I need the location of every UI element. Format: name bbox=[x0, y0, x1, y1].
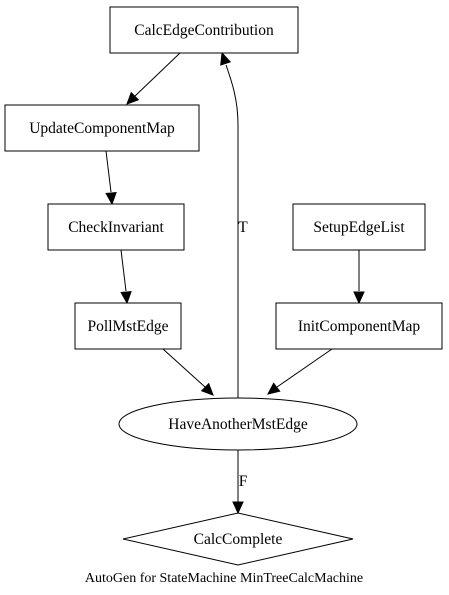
node-label: CheckInvariant bbox=[68, 219, 164, 236]
node-label: UpdateComponentMap bbox=[29, 120, 175, 137]
arrowhead bbox=[120, 291, 132, 305]
node-shape bbox=[122, 512, 354, 566]
edge-have-another-mst-edge-to-calc-complete: F bbox=[232, 450, 248, 515]
node-shape bbox=[292, 203, 426, 251]
node-label: PollMstEdge bbox=[88, 318, 169, 335]
node-label: CalcComplete bbox=[194, 531, 283, 548]
node-update-component-map: UpdateComponentMap bbox=[4, 104, 200, 152]
edge-line bbox=[120, 249, 127, 292]
edge-calc-edge-contribution-to-update-component-map bbox=[126, 52, 181, 105]
arrowhead bbox=[105, 192, 117, 206]
edges-layer: TF bbox=[105, 51, 365, 515]
edge-update-component-map-to-check-invariant bbox=[105, 150, 117, 206]
node-shape bbox=[109, 6, 299, 54]
edge-label: T bbox=[238, 219, 248, 236]
node-have-another-mst-edge: HaveAnotherMstEdge bbox=[118, 397, 358, 451]
node-shape bbox=[4, 104, 200, 152]
node-shape bbox=[74, 302, 182, 350]
edge-label: F bbox=[239, 473, 248, 490]
node-calc-complete: CalcComplete bbox=[122, 512, 354, 566]
edge-line bbox=[133, 52, 181, 98]
edge-line bbox=[105, 150, 112, 193]
diagram-caption: AutoGen for StateMachine MinTreeCalcMach… bbox=[85, 571, 363, 586]
edge-line bbox=[162, 348, 206, 388]
arrowhead bbox=[200, 382, 214, 396]
arrowhead bbox=[220, 51, 232, 66]
edge-line bbox=[225, 64, 239, 398]
edge-check-invariant-to-poll-mst-edge bbox=[120, 249, 132, 305]
node-label: InitComponentMap bbox=[298, 318, 421, 335]
node-setup-edge-list: SetupEdgeList bbox=[292, 203, 426, 251]
node-init-component-map: InitComponentMap bbox=[275, 302, 443, 350]
node-shape bbox=[118, 397, 358, 451]
nodes-layer: CalcEdgeContributionUpdateComponentMapCh… bbox=[4, 6, 443, 566]
node-label: CalcEdgeContribution bbox=[134, 22, 274, 39]
arrowhead bbox=[267, 382, 281, 395]
node-shape bbox=[47, 203, 185, 251]
edge-init-component-map-to-have-another-mst-edge bbox=[267, 348, 333, 395]
node-calc-edge-contribution: CalcEdgeContribution bbox=[109, 6, 299, 54]
arrowhead bbox=[353, 291, 365, 305]
node-check-invariant: CheckInvariant bbox=[47, 203, 185, 251]
node-label: HaveAnotherMstEdge bbox=[168, 416, 308, 433]
edge-setup-edge-list-to-init-component-map bbox=[353, 250, 365, 305]
arrowhead bbox=[232, 501, 244, 515]
edge-poll-mst-edge-to-have-another-mst-edge bbox=[162, 348, 214, 396]
arrowhead bbox=[126, 91, 140, 105]
node-shape bbox=[275, 302, 443, 350]
node-label: SetupEdgeList bbox=[313, 219, 405, 236]
node-poll-mst-edge: PollMstEdge bbox=[74, 302, 182, 350]
edge-line bbox=[276, 348, 333, 388]
edge-have-another-mst-edge-to-calc-edge-contribution: T bbox=[220, 51, 248, 398]
